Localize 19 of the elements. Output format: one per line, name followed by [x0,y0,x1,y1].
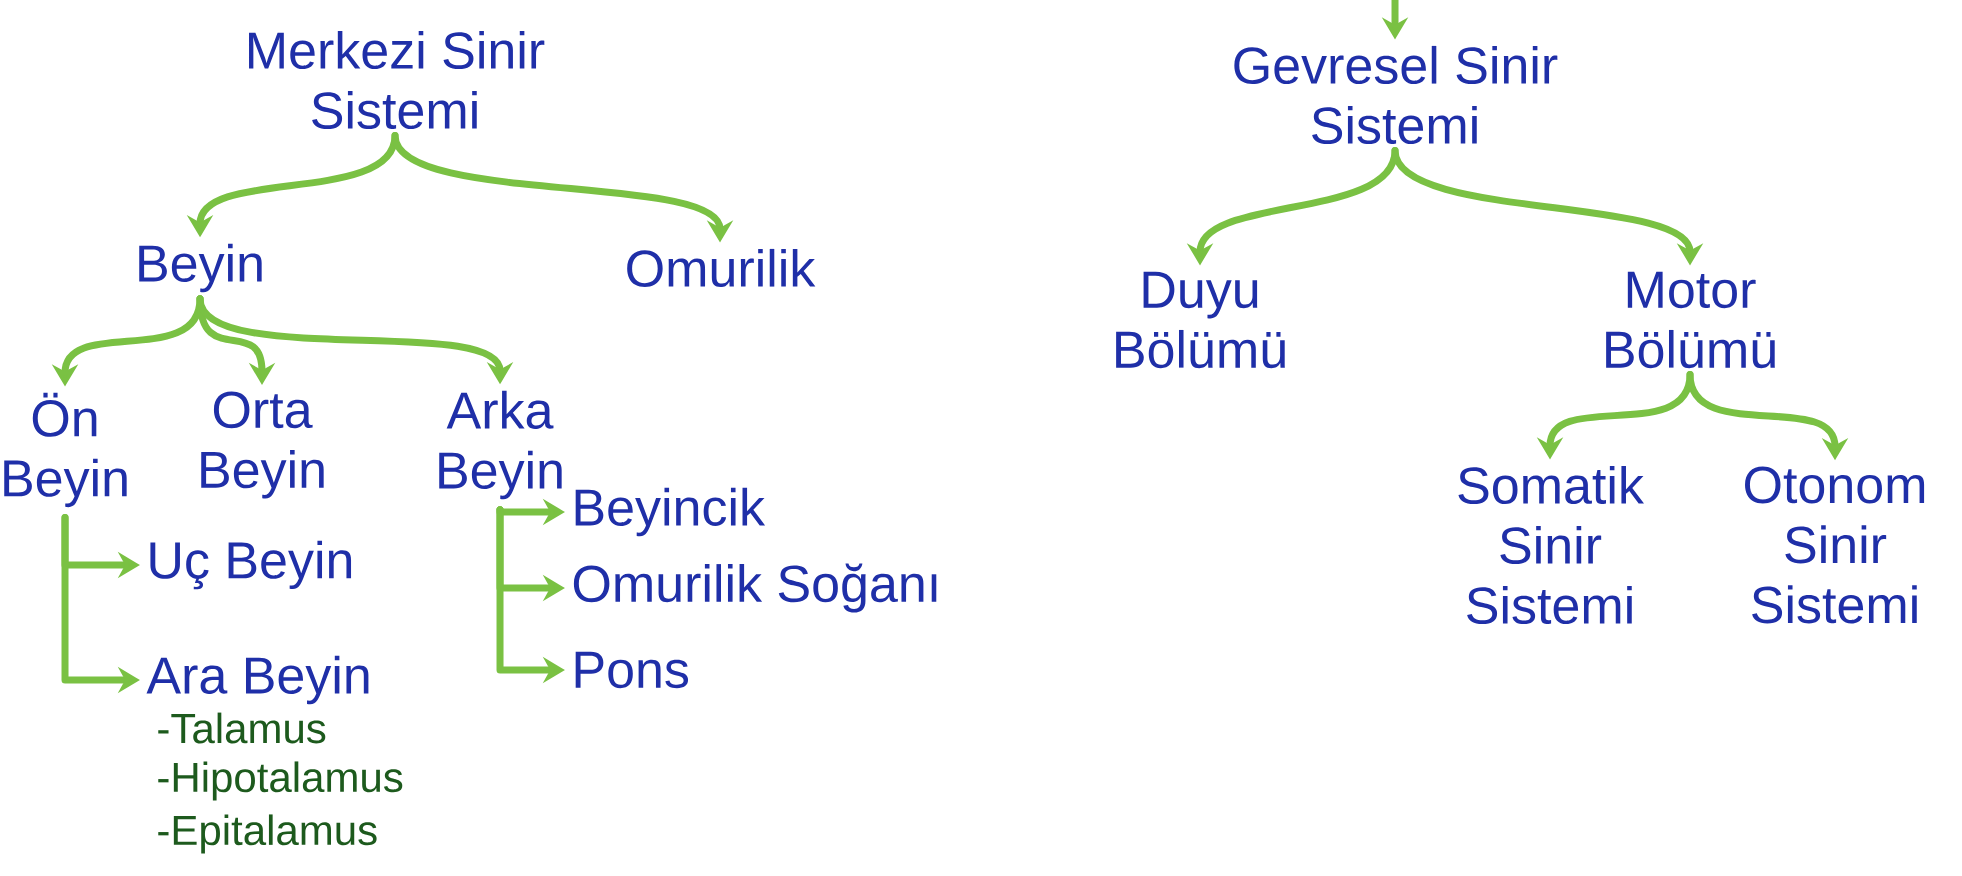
node-label: Omurilik Soğanı [573,563,937,613]
node-label: Duyu Bölümü [1116,271,1285,369]
node-label: Uç Beyin [150,540,352,590]
node-label: Omurilik [627,248,816,288]
node-label: Somatik Sinir Sistemi [1458,465,1644,625]
node-label: Merkezi Sinir Sistemi [249,30,545,130]
node-label: Ara Beyin [146,655,369,705]
list-item: -Talamus [158,712,326,744]
node-label: Otonom Sinir Sistemi [1745,466,1925,624]
node-label: Beyin [139,243,262,293]
node-label: Orta Beyin [201,391,324,499]
node-label: Pons [575,651,689,689]
list-item: -Epitalamus [158,814,377,854]
node-label: Ön Beyin [4,392,127,508]
node-label: Motor Bölümü [1606,271,1775,369]
node-label: Arka Beyin [439,390,562,500]
node-label: Beyincik [575,487,766,537]
node-label: Gevresel Sinir Sistemi [1234,45,1558,145]
list-item: -Hipotalamus [158,761,403,801]
